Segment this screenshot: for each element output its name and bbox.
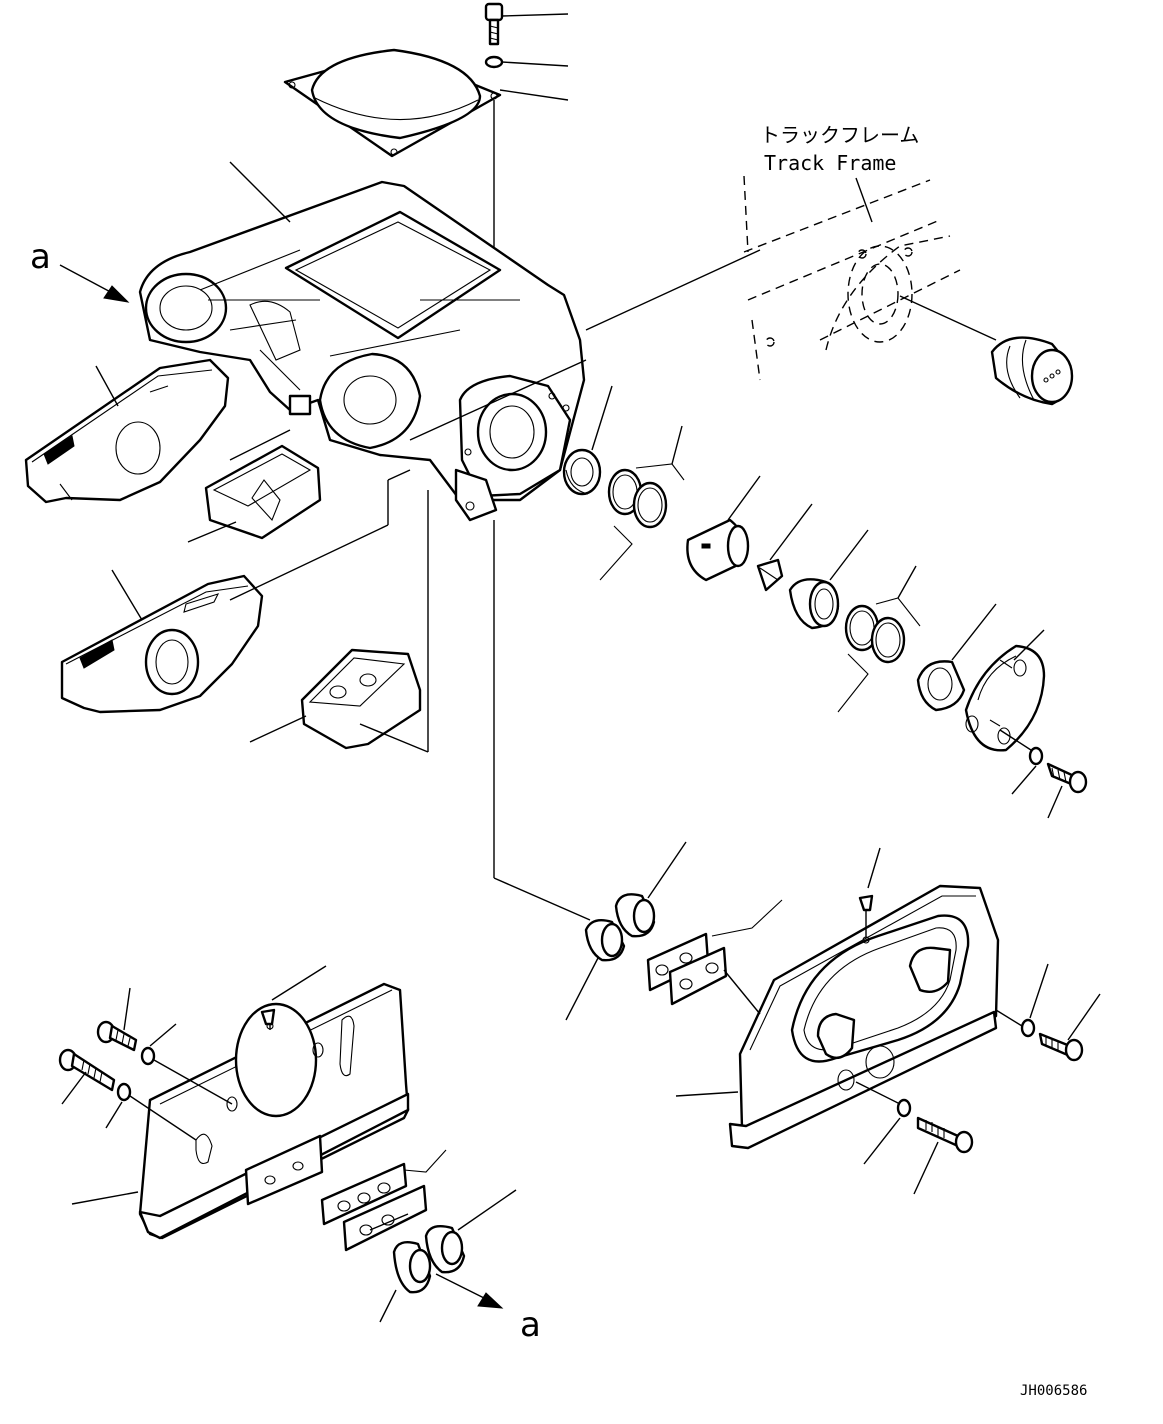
track-frame-label-en: Track Frame — [764, 151, 896, 175]
drawing-number: JH006586 — [1020, 1383, 1087, 1399]
collar — [916, 660, 966, 712]
main-frame — [138, 180, 586, 522]
bolt-left-lower — [58, 1048, 116, 1092]
view-arrow-bottom — [435, 1273, 504, 1309]
side-plate-right — [728, 884, 1000, 1150]
shim-right — [646, 899, 783, 1006]
track-frame — [743, 175, 961, 381]
grease-fitting-left — [260, 1008, 276, 1026]
lock-pin — [756, 558, 784, 592]
pad-lower — [300, 648, 422, 750]
track-frame-label-jp: トラックフレーム — [760, 123, 919, 147]
washer-left-upper — [140, 1046, 156, 1066]
bushing-2 — [788, 578, 840, 630]
top-cover — [283, 48, 502, 158]
guard-plate-lower — [60, 574, 264, 714]
bushing-right-b — [614, 893, 656, 938]
view-marker-top: a — [30, 237, 51, 277]
bolt-right-upper — [1038, 1032, 1084, 1062]
seal-ring-1 — [599, 463, 685, 581]
pad-upper — [204, 444, 322, 540]
center-pin — [990, 336, 1074, 406]
bushing-right-a — [584, 919, 626, 962]
shim-left — [320, 1149, 447, 1252]
side-plate-left — [138, 982, 410, 1240]
bushing-left-a — [392, 1241, 432, 1294]
retainer-bolt — [1046, 762, 1088, 794]
grease-fitting-right — [858, 894, 874, 912]
bushing-1 — [562, 448, 602, 496]
washer-right-lower — [896, 1098, 912, 1118]
guard-plate-upper — [24, 358, 230, 504]
washer-right-upper — [1020, 1018, 1036, 1038]
pin-shaft — [686, 518, 750, 582]
view-marker-bottom: a — [520, 1305, 541, 1345]
seal-ring-2 — [837, 597, 921, 713]
bushing-left-b — [424, 1225, 466, 1274]
retainer-plate — [964, 644, 1046, 752]
cover-washer — [484, 55, 504, 69]
bolt-right-lower — [916, 1116, 974, 1154]
retainer-washer — [1028, 746, 1044, 766]
bolt-left-upper — [96, 1020, 138, 1052]
view-arrow-top — [59, 264, 130, 303]
cover-bolt — [484, 2, 504, 46]
washer-left-lower — [116, 1082, 132, 1102]
